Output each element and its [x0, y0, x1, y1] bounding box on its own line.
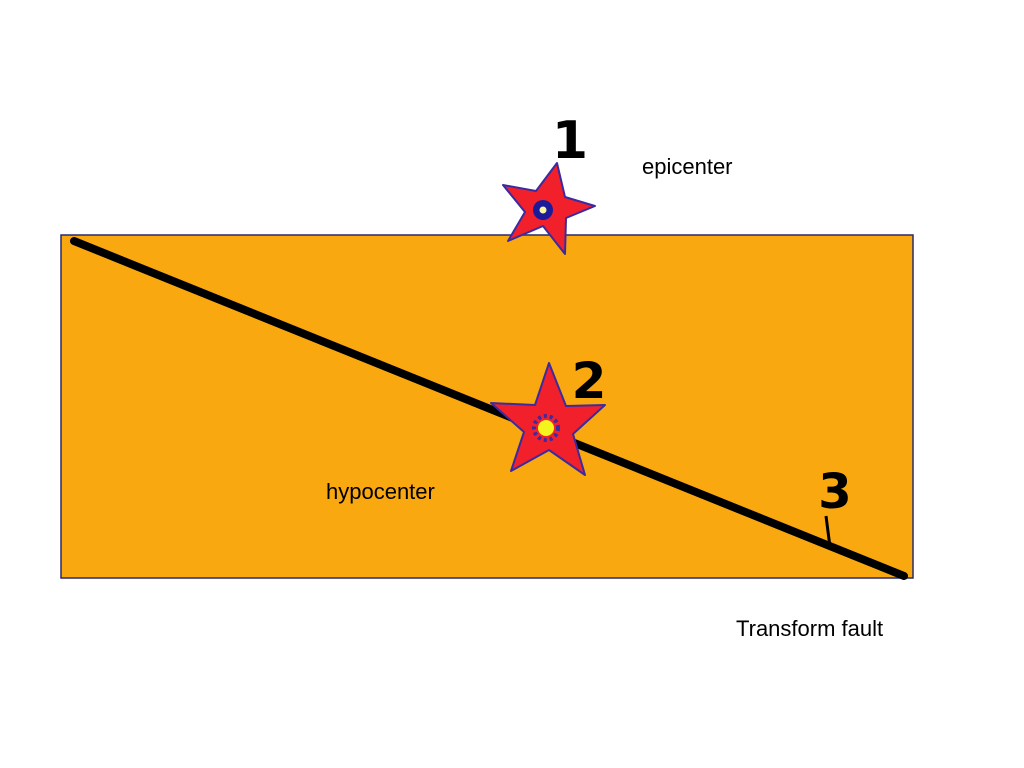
fault-line: [70, 237, 908, 580]
epicenter-label: epicenter: [642, 154, 733, 179]
marker-3-leader: [824, 515, 832, 548]
hypocenter-label: hypocenter: [326, 479, 435, 504]
hypocenter-burst: [532, 414, 560, 442]
hypocenter-star: [490, 362, 606, 476]
transform-fault-label: Transform fault: [736, 616, 884, 641]
marker-1-label: 1: [552, 111, 588, 171]
epicenter-star: [502, 162, 596, 255]
marker-3-label: 3: [818, 464, 851, 520]
marker-2-label: 2: [572, 352, 607, 410]
